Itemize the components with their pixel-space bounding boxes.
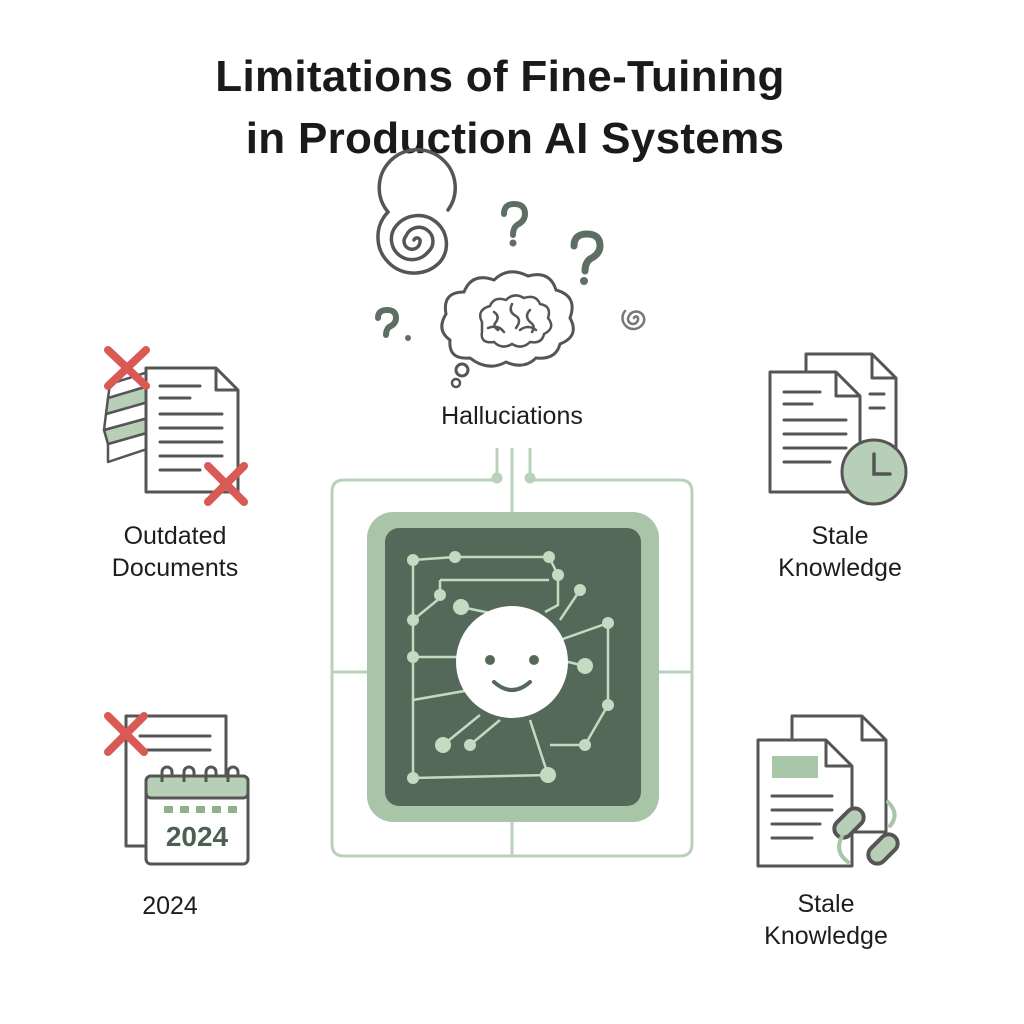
neural-chip-icon [367, 512, 659, 822]
label-outdated-line-1: Outdated [123, 522, 227, 550]
label-outdated-documents: Outdated Documents [80, 520, 270, 584]
label-stale-top-line-2: Knowledge [778, 554, 902, 582]
hallucinations-icon-group [375, 147, 646, 389]
connector-lines [330, 448, 694, 858]
title-line-2: in Production AI Systems [245, 114, 785, 163]
calendar-year: 2024 [166, 821, 229, 852]
cross-mark-icon [104, 712, 148, 756]
question-mark-icon [501, 200, 529, 238]
brain-icon [479, 294, 553, 348]
cross-mark-icon [204, 462, 248, 506]
clock-icon [840, 438, 908, 506]
question-mark-icon [375, 306, 400, 338]
question-mark-icon [570, 230, 604, 275]
thought-cloud-icon [440, 270, 575, 368]
label-stale-bottom-line-1: Stale [797, 890, 855, 918]
broken-link-icon [832, 800, 900, 866]
label-stale-knowledge-top: Stale Knowledge [750, 520, 930, 584]
spiral-icon [376, 147, 457, 275]
stale-knowledge-icon-top [768, 352, 908, 506]
cross-mark-icon [104, 346, 150, 390]
calendar-icon: 2024 [144, 765, 250, 866]
outdated-documents-icon [102, 346, 248, 506]
label-stale-knowledge-bottom: Stale Knowledge [736, 888, 916, 952]
label-outdated-line-2: Documents [111, 554, 239, 582]
spiral-icon [621, 309, 646, 331]
calendar-2024-icon-group: 2024 [104, 712, 250, 866]
smiley-face-icon [456, 606, 568, 718]
label-stale-bottom-line-2: Knowledge [764, 922, 888, 950]
title-line-1: Limitations of Fine-Tuining [215, 52, 785, 101]
label-stale-top-line-1: Stale [811, 522, 869, 550]
label-hallucinations: Halluciations [441, 402, 583, 430]
label-year: 2024 [142, 892, 198, 920]
page-title: Limitations of Fine-Tuining in Productio… [0, 46, 1000, 170]
stale-knowledge-icon-bottom [756, 714, 900, 868]
